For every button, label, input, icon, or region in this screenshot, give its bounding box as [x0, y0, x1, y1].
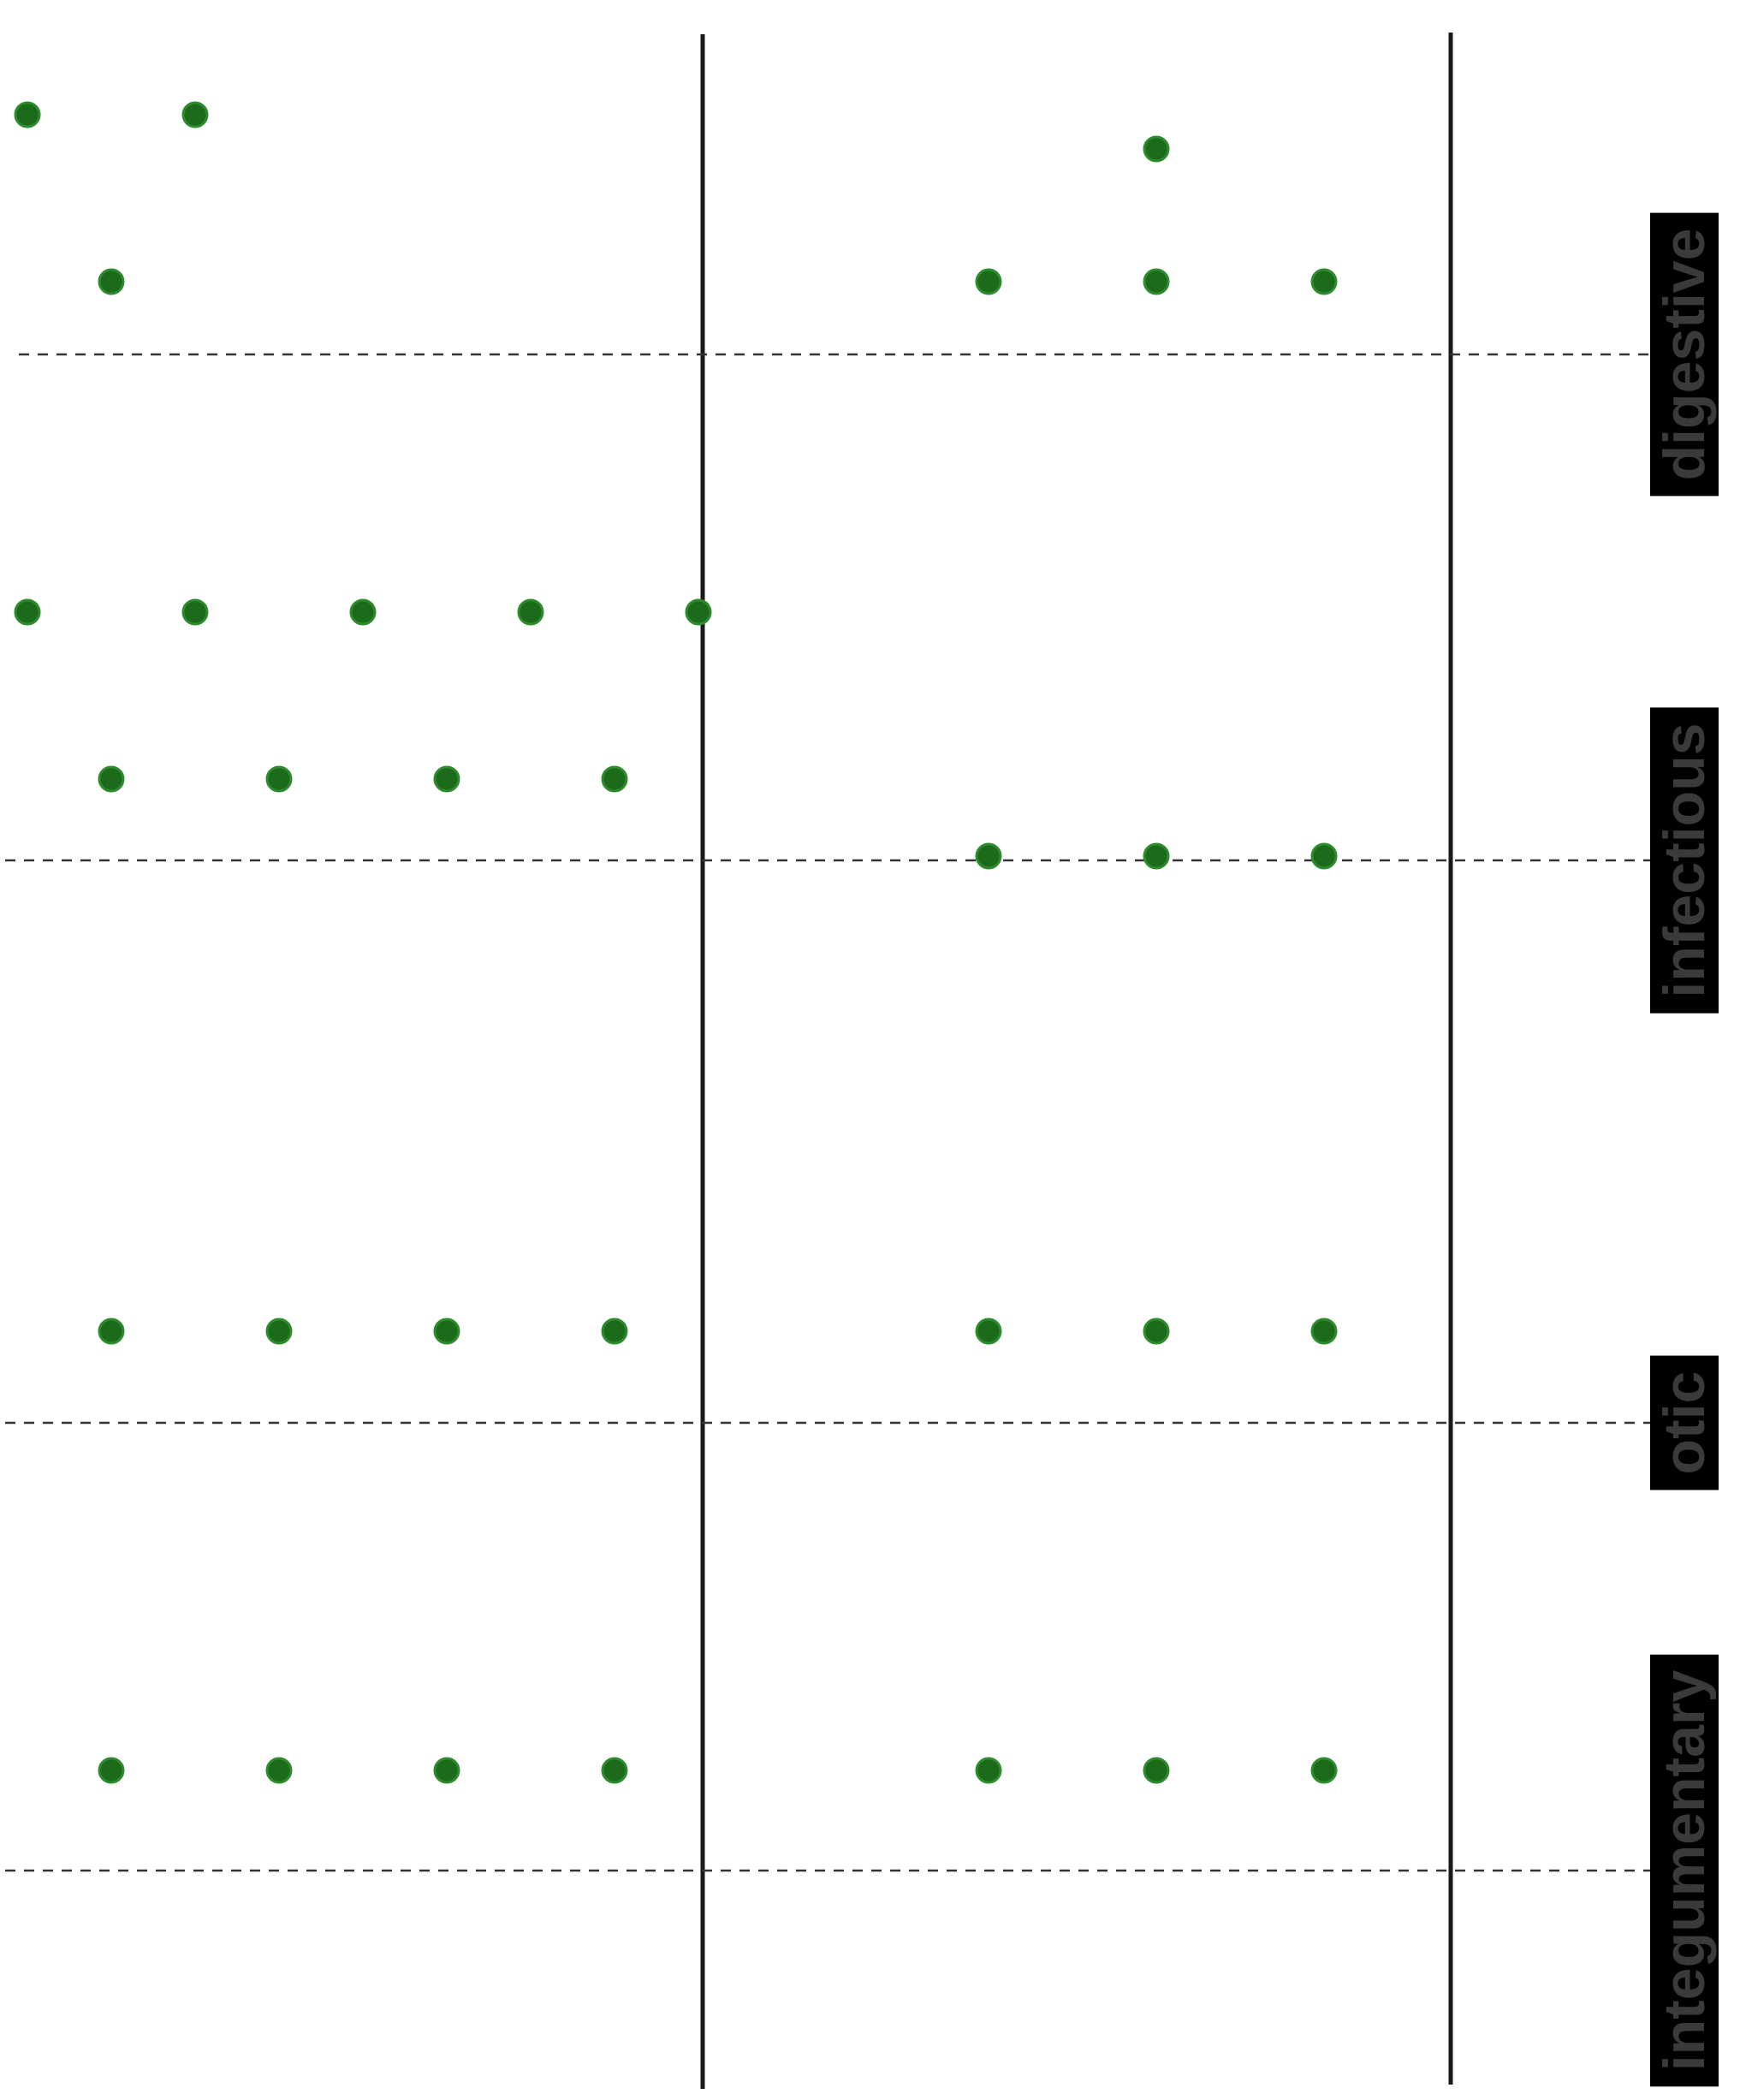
dot-infectious-p2-r1-1 [975, 842, 1002, 870]
dot-integumentary-p1-r1-1 [98, 1757, 125, 1784]
dot-digestive-p2-r1-1 [975, 268, 1002, 295]
dot-infectious-p2-r1-3 [1310, 842, 1338, 870]
dot-otic-p1-r1-2 [265, 1318, 293, 1345]
dot-infectious-p1-r1-1 [98, 765, 125, 793]
category-label-integumentary: integumentary [1650, 1654, 1719, 2087]
category-label-bg [1650, 1355, 1719, 1490]
dot-infectious-p1-r1-2 [265, 765, 293, 793]
dot-otic-p1-r1-1 [98, 1318, 125, 1345]
dot-infectious-p1-r1-3 [433, 765, 460, 793]
dot-infectious-p1-r2-4 [517, 598, 544, 626]
dot-otic-p2-r1-1 [975, 1318, 1002, 1345]
category-label-bg [1650, 707, 1719, 1014]
dot-digestive-p1-r2-2 [181, 101, 209, 128]
category-label-text: otic [1652, 1371, 1717, 1475]
dot-otic-p1-r1-4 [601, 1318, 628, 1345]
dot-integumentary-p1-r1-4 [601, 1757, 628, 1784]
dot-digestive-p2-r1-2 [1143, 268, 1170, 295]
dot-otic-p2-r1-2 [1143, 1318, 1170, 1345]
dot-digestive-p2-r2-1 [1143, 135, 1170, 163]
dot-infectious-p1-r2-1 [14, 598, 41, 626]
category-label-digestive: digestive [1650, 212, 1719, 497]
dot-infectious-p1-r1-4 [601, 765, 628, 793]
category-label-infectious: infectious [1650, 707, 1719, 1014]
category-label-bg [1650, 212, 1719, 497]
category-label-text: integumentary [1652, 1670, 1717, 2072]
dot-digestive-p1-r1-1 [98, 268, 125, 295]
dot-integumentary-p1-r1-2 [265, 1757, 293, 1784]
dot-integumentary-p2-r1-1 [975, 1757, 1002, 1784]
dot-otic-p1-r1-3 [433, 1318, 460, 1345]
category-label-text: digestive [1652, 229, 1717, 481]
dot-integumentary-p1-r1-3 [433, 1757, 460, 1784]
dot-infectious-p2-r1-2 [1143, 842, 1170, 870]
dot-infectious-p1-r2-2 [181, 598, 209, 626]
dot-integumentary-p2-r1-3 [1310, 1757, 1338, 1784]
dot-otic-p2-r1-3 [1310, 1318, 1338, 1345]
dot-integumentary-p2-r1-2 [1143, 1757, 1170, 1784]
category-label-text: infectious [1652, 723, 1717, 997]
dot-infectious-p1-r2-3 [349, 598, 377, 626]
category-label-otic: otic [1650, 1355, 1719, 1490]
dot-digestive-p2-r1-3 [1310, 268, 1338, 295]
dot-digestive-p1-r2-1 [14, 101, 41, 128]
category-label-bg [1650, 1654, 1719, 2087]
dot-infectious-p1-r2-5 [685, 598, 712, 626]
